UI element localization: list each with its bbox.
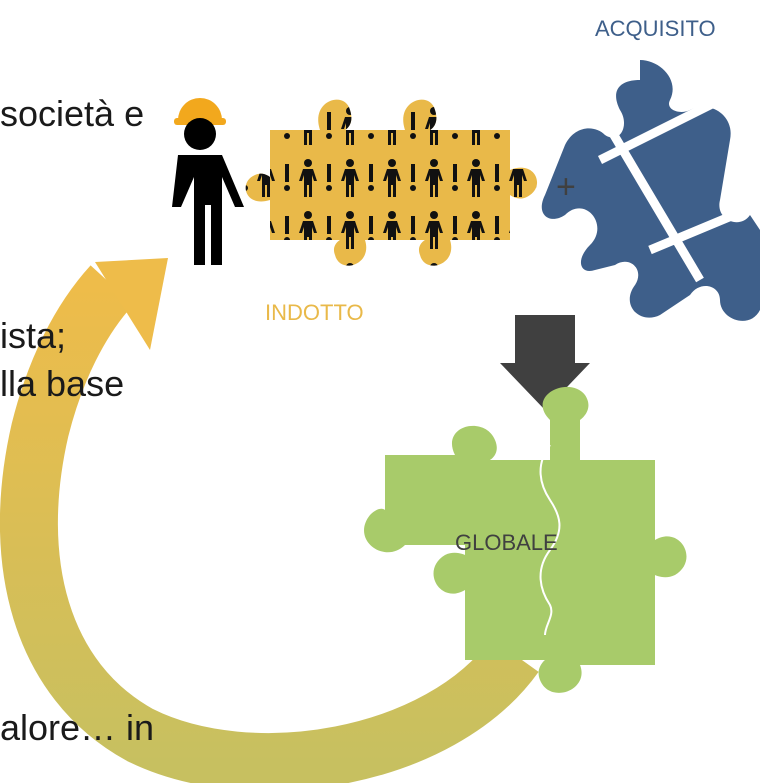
body-text-line-1: società e bbox=[0, 93, 145, 134]
body-text-line-2: ista; bbox=[0, 315, 67, 356]
down-arrow bbox=[500, 315, 590, 410]
body-text-line-3: lla base bbox=[0, 363, 125, 404]
indotto-label: INDOTTO bbox=[265, 300, 364, 325]
globale-puzzle bbox=[364, 386, 687, 693]
body-text-line-4: alore… in bbox=[0, 707, 155, 748]
cycle-arrow bbox=[0, 258, 539, 783]
globale-label: GLOBALE bbox=[455, 530, 558, 555]
acquisito-puzzle-piece bbox=[541, 60, 772, 321]
worker-icon bbox=[172, 98, 244, 265]
plus-sign: + bbox=[556, 168, 576, 206]
cycle-arrow-head bbox=[95, 258, 168, 350]
acquisito-label: ACQUISITO bbox=[595, 16, 716, 41]
indotto-puzzle-piece bbox=[245, 99, 538, 266]
